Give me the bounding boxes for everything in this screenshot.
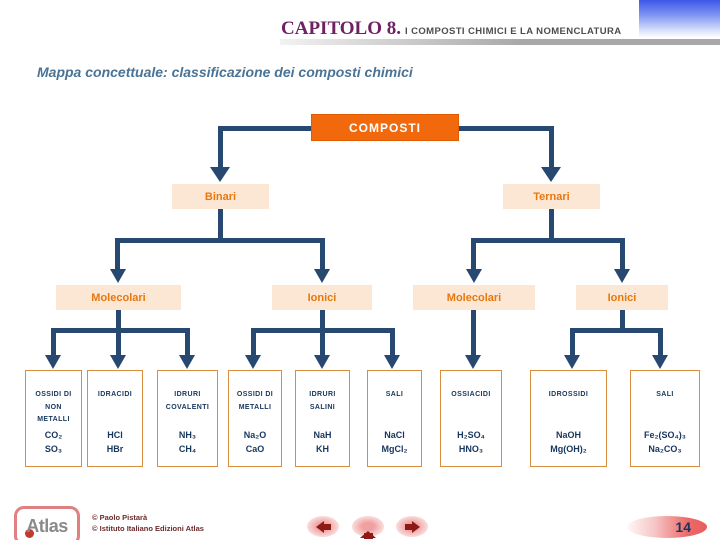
- connector: [115, 238, 325, 243]
- forward-arrow-icon: [404, 523, 412, 530]
- connector: [620, 243, 625, 269]
- leaf-title: IDROSSIDI: [548, 391, 589, 398]
- node-molecolari-binari: Molecolari: [56, 285, 181, 310]
- node-ternari: Ternari: [503, 184, 600, 209]
- leaf-title: OSSIDI DI METALLI: [236, 391, 274, 411]
- arrow-down-icon: [614, 269, 630, 283]
- node-molecolari-ternari: Molecolari: [413, 285, 535, 310]
- node-ionici-ternari: Ionici: [576, 285, 668, 310]
- page-number-badge: 14: [627, 516, 707, 538]
- connector: [320, 243, 325, 269]
- forward-arrow-icon: [411, 520, 420, 533]
- connector: [115, 243, 120, 269]
- arrow-down-icon: [45, 355, 61, 369]
- connector: [51, 328, 190, 333]
- connector: [218, 209, 223, 242]
- copyright-line1: © Paolo Pistarà: [92, 513, 148, 522]
- chapter-title: CAPITOLO 8.: [281, 18, 402, 39]
- leaf-title: OSSIACIDI: [451, 391, 491, 398]
- connector: [320, 333, 325, 355]
- leaf-title: OSSIDI DI NON METALLI: [35, 391, 72, 424]
- arrow-down-icon: [564, 355, 580, 369]
- nav-forward-button[interactable]: [396, 516, 428, 537]
- arrow-down-icon: [110, 355, 126, 369]
- leaf-title: SALI: [385, 391, 404, 398]
- arrow-down-icon: [652, 355, 668, 369]
- node-ionici-binari: Ionici: [272, 285, 372, 310]
- connector: [658, 333, 663, 355]
- leaf-title: SALI: [656, 391, 674, 398]
- copyright: © Paolo Pistarà © Istituto Italiano Ediz…: [92, 512, 204, 534]
- connector: [471, 243, 476, 269]
- arrow-down-icon: [245, 355, 261, 369]
- connector: [549, 126, 554, 168]
- page-number: 14: [675, 519, 691, 535]
- home-icon: [360, 514, 376, 539]
- atlas-logo: Atlas: [14, 506, 80, 540]
- connector: [471, 238, 625, 243]
- nav-home-button[interactable]: [352, 514, 384, 539]
- back-arrow-icon: [315, 520, 324, 533]
- connector: [116, 333, 121, 355]
- connector: [570, 333, 575, 355]
- connector: [620, 310, 625, 330]
- connector: [549, 209, 554, 242]
- node-composti: COMPOSTI: [311, 114, 459, 141]
- header-divider: [280, 39, 720, 45]
- header: CAPITOLO 8.I COMPOSTI CHIMICI E LA NOMEN…: [281, 18, 637, 40]
- arrow-down-icon: [210, 167, 230, 182]
- arrow-down-icon: [314, 355, 330, 369]
- chapter-subtitle: I COMPOSTI CHIMICI E LA NOMENCLATURA: [405, 26, 622, 37]
- leaf-title: IDRURI SALINI: [309, 391, 336, 411]
- connector: [320, 310, 325, 330]
- connector: [251, 328, 395, 333]
- leaf-title: IDRURI COVALENTI: [165, 391, 210, 411]
- connector: [570, 328, 663, 333]
- connector: [116, 310, 121, 330]
- connector: [218, 126, 223, 168]
- nav-back-button[interactable]: [307, 516, 339, 537]
- page-title: Mappa concettuale: classificazione dei c…: [37, 64, 413, 80]
- copyright-line2: © Istituto Italiano Edizioni Atlas: [92, 524, 204, 533]
- logo-ball-icon: [25, 529, 34, 538]
- arrow-down-icon: [465, 355, 481, 369]
- arrow-down-icon: [314, 269, 330, 283]
- arrow-down-icon: [110, 269, 126, 283]
- arrow-down-icon: [541, 167, 561, 182]
- arrow-down-icon: [466, 269, 482, 283]
- connector: [251, 333, 256, 355]
- back-arrow-icon: [323, 523, 331, 530]
- connector: [471, 310, 476, 355]
- logo-text: Atlas: [26, 515, 68, 536]
- leaf-title: IDRACIDI: [97, 391, 133, 398]
- connector: [390, 333, 395, 355]
- corner-decoration: [639, 0, 720, 37]
- connector: [185, 333, 190, 355]
- node-binari: Binari: [172, 184, 269, 209]
- arrow-down-icon: [384, 355, 400, 369]
- arrow-down-icon: [179, 355, 195, 369]
- connector: [51, 333, 56, 355]
